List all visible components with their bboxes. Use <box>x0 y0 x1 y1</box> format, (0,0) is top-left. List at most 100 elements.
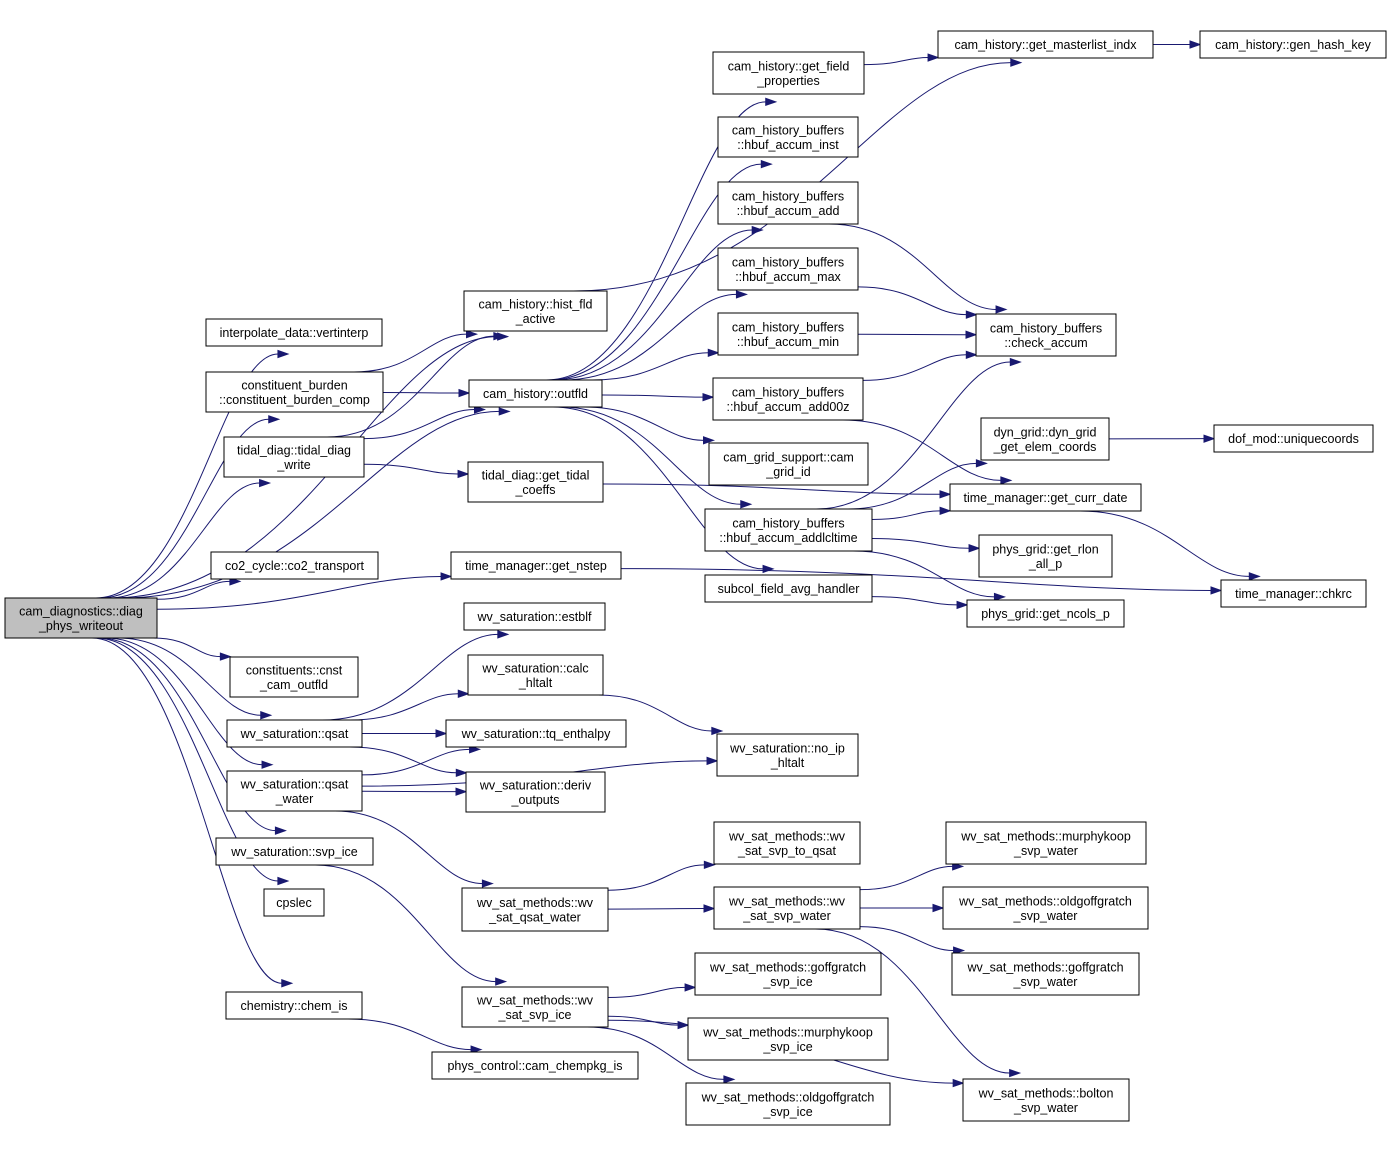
edge-line <box>99 637 276 832</box>
function-node-wv-sat-svp-ice[interactable]: wv_sat_methods::wv_sat_svp_ice <box>461 986 609 1028</box>
arrowhead-icon <box>952 1078 965 1088</box>
function-node-hbuf-accum-max[interactable]: cam_history_buffers::hbuf_accum_max <box>717 247 859 291</box>
function-node-hbuf-accum-addlcltime[interactable]: cam_history_buffers::hbuf_accum_addlclti… <box>704 508 873 552</box>
arrowhead-icon <box>965 330 978 339</box>
arrowhead-icon <box>497 630 510 639</box>
function-node-get-masterlist-indx[interactable]: cam_history::get_masterlist_indx <box>937 30 1154 59</box>
node-box <box>717 181 859 225</box>
node-label-line: _svp_ice <box>762 1105 812 1119</box>
node-label-line: wv_sat_methods::oldgoffgratch <box>701 1090 875 1104</box>
node-label-line: time_manager::chkrc <box>1235 587 1352 601</box>
edge-line <box>573 62 1011 292</box>
function-node-wv-sat-qsat-water[interactable]: wv_sat_methods::wv_sat_qsat_water <box>461 887 609 932</box>
call-edge-get-curr-date-to-chkrc <box>1080 510 1261 581</box>
arrowhead-icon <box>457 469 470 479</box>
node-label-line: _svp_ice <box>762 1040 812 1054</box>
function-node-oldgoffgratch-svp-ice[interactable]: wv_sat_methods::oldgoffgratch_svp_ice <box>685 1082 891 1126</box>
function-node-constituent-burden[interactable]: constituent_burden::constituent_burden_c… <box>205 371 384 413</box>
function-node-get-ncols-p[interactable]: phys_grid::get_ncols_p <box>966 599 1125 628</box>
function-node-wv-sat-svp-water[interactable]: wv_sat_methods::wv_sat_svp_water <box>713 886 861 930</box>
function-node-calc-hltalt[interactable]: wv_saturation::calc_hltalt <box>467 654 604 696</box>
function-node-chem-is[interactable]: chemistry::chem_is <box>225 991 363 1020</box>
arrowhead-icon <box>277 349 290 359</box>
arrowhead-icon <box>703 860 716 870</box>
node-label-line: wv_sat_methods::oldgoffgratch <box>958 894 1132 908</box>
arrowhead-icon <box>1189 40 1202 49</box>
call-edge-hbuf-accum-min-to-check-accum <box>857 330 978 339</box>
function-node-murphykoop-svp-water[interactable]: wv_sat_methods::murphykoop_svp_water <box>945 821 1147 865</box>
arrowhead-icon <box>1248 572 1261 581</box>
arrowhead-icon <box>495 977 508 986</box>
node-label-line: _sat_svp_to_qsat <box>737 844 837 858</box>
function-node-cpslec[interactable]: cpslec <box>263 888 325 917</box>
node-label-line: wv_sat_methods::wv <box>476 896 594 910</box>
function-node-hbuf-accum-add00z[interactable]: cam_history_buffers::hbuf_accum_add00z <box>712 377 864 421</box>
function-node-hist-fld-active[interactable]: cam_history::hist_fld_active <box>463 290 608 332</box>
function-node-tidal-diag-write[interactable]: tidal_diag::tidal_diag_write <box>223 436 365 478</box>
function-node-deriv-outputs[interactable]: wv_saturation::deriv_outputs <box>465 771 606 813</box>
function-node-qsat-water[interactable]: wv_saturation::qsat_water <box>226 770 363 812</box>
edge-line <box>583 406 704 441</box>
function-node-goffgratch-svp-ice[interactable]: wv_sat_methods::goffgratch_svp_ice <box>694 952 882 996</box>
function-node-goffgratch-svp-water[interactable]: wv_sat_methods::goffgratch_svp_water <box>951 952 1140 996</box>
call-edge-wv-sat-svp-water-to-goffgratch-svp-water <box>859 926 966 955</box>
arrowhead-icon <box>481 879 494 888</box>
call-edge-qsat-to-tq-enthalpy <box>362 729 448 738</box>
function-node-bolton-svp-water[interactable]: wv_sat_methods::bolton_svp_water <box>962 1078 1130 1122</box>
edge-line <box>853 550 995 598</box>
function-node-check-accum[interactable]: cam_history_buffers::check_accum <box>975 313 1117 357</box>
function-node-get-tidal-coeffs[interactable]: tidal_diag::get_tidal_coeffs <box>467 461 604 503</box>
function-node-murphykoop-svp-ice[interactable]: wv_sat_methods::murphykoop_svp_ice <box>687 1017 889 1061</box>
function-node-get-field-properties[interactable]: cam_history::get_field_properties <box>712 51 865 95</box>
function-node-vertinterp[interactable]: interpolate_data::vertinterp <box>205 318 383 347</box>
function-node-hbuf-accum-add[interactable]: cam_history_buffers::hbuf_accum_add <box>717 181 859 225</box>
arrowhead-icon <box>939 506 952 516</box>
function-node-cnst-outfld[interactable]: constituents::cnst_cam_outfld <box>229 656 359 698</box>
edge-line <box>816 361 1011 510</box>
function-node-get-curr-date[interactable]: time_manager::get_curr_date <box>949 483 1142 512</box>
arrowhead-icon <box>751 225 764 235</box>
function-node-cam-grid-id[interactable]: cam_grid_support::cam_grid_id <box>708 442 869 486</box>
edge-line <box>859 926 954 952</box>
call-edge-hist-fld-active-to-get-masterlist-indx <box>573 58 1023 292</box>
function-node-wv-sat-svp-to-qsat[interactable]: wv_sat_methods::wv_sat_svp_to_qsat <box>713 821 861 865</box>
edge-line <box>322 633 498 721</box>
function-node-hbuf-accum-min[interactable]: cam_history_buffers::hbuf_accum_min <box>717 312 859 356</box>
edge-line <box>1080 510 1250 577</box>
function-node-qsat[interactable]: wv_saturation::qsat <box>226 719 363 748</box>
node-label-line: _get_elem_coords <box>993 440 1097 454</box>
function-node-dyn-grid-get-elem-coords[interactable]: dyn_grid::dyn_grid_get_elem_coords <box>980 417 1110 461</box>
node-label-line: _cam_outfld <box>259 678 328 692</box>
function-node-tq-enthalpy[interactable]: wv_saturation::tq_enthalpy <box>445 719 627 748</box>
function-node-outfld[interactable]: cam_history::outfld <box>468 379 603 408</box>
edge-line <box>562 293 737 381</box>
edge-line <box>315 864 496 983</box>
edge-line <box>815 928 1010 1074</box>
call-edge-wv-sat-svp-water-to-murphykoop-svp-water <box>859 862 965 891</box>
function-node-chkrc[interactable]: time_manager::chkrc <box>1220 579 1367 608</box>
edge-line <box>327 335 494 438</box>
function-node-gen-hash-key[interactable]: cam_history::gen_hash_key <box>1199 30 1387 59</box>
function-node-get-nstep[interactable]: time_manager::get_nstep <box>450 551 622 580</box>
node-label-line: _svp_water <box>1013 975 1078 989</box>
call-edge-root-to-qsat-water <box>105 637 274 769</box>
function-node-estblf[interactable]: wv_saturation::estblf <box>463 602 606 631</box>
function-node-cam-chempkg-is[interactable]: phys_control::cam_chempkg_is <box>431 1051 639 1080</box>
node-box <box>450 551 622 580</box>
function-node-get-rlon-all-p[interactable]: phys_grid::get_rlon_all_p <box>978 534 1113 578</box>
edge-line <box>863 57 929 66</box>
function-node-svp-ice[interactable]: wv_saturation::svp_ice <box>215 837 374 866</box>
function-node-hbuf-accum-inst[interactable]: cam_history_buffers::hbuf_accum_inst <box>717 116 859 158</box>
function-node-subcol-field-avg-handler[interactable]: subcol_field_avg_handler <box>704 574 873 603</box>
node-box <box>445 719 627 748</box>
function-node-co2-transport[interactable]: co2_cycle::co2_transport <box>210 551 379 580</box>
edge-line <box>363 409 475 440</box>
node-label-line: interpolate_data::vertinterp <box>220 326 369 340</box>
function-node-uniquecoords[interactable]: dof_mod::uniquecoords <box>1213 424 1374 453</box>
root-node-root[interactable]: cam_diagnostics::diag_phys_writeout <box>4 597 158 639</box>
arrowhead-icon <box>274 826 287 835</box>
function-node-no-ip-hltalt[interactable]: wv_saturation::no_ip_hltalt <box>716 733 859 777</box>
function-node-oldgoffgratch-svp-water[interactable]: wv_sat_methods::oldgoffgratch_svp_water <box>942 886 1149 930</box>
node-box <box>1199 30 1387 59</box>
